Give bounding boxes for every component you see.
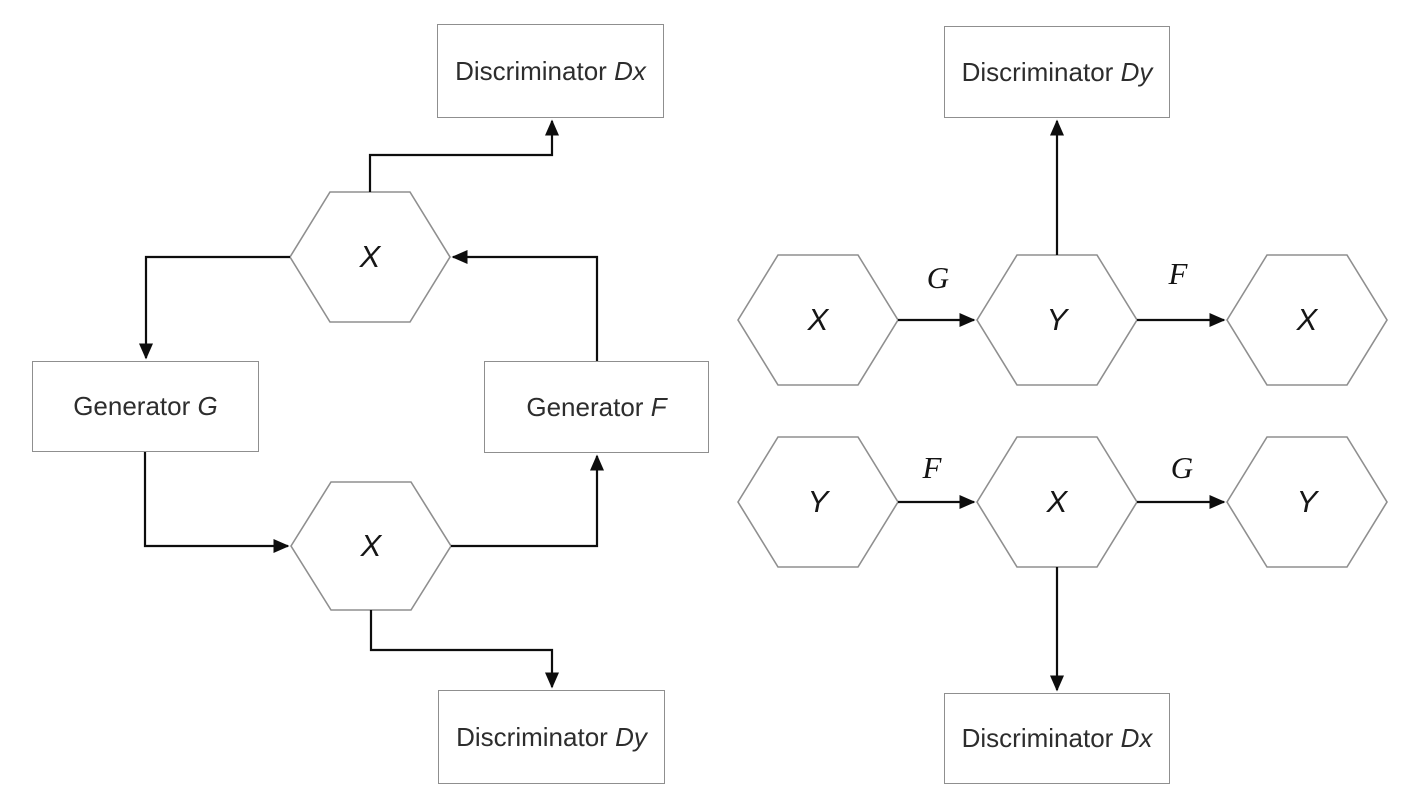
box-label: Generator [73, 391, 191, 421]
box-label: Discriminator [456, 721, 608, 752]
hexagon-label-x-bottom: X [360, 528, 382, 563]
hexagon-label-y-row1-middle: Y [1046, 302, 1068, 337]
box-label: Generator [526, 391, 644, 422]
arrow-generator-g-to-x-bottom [143, 452, 290, 553]
hexagon-label-y-row2-left: Y [807, 484, 829, 519]
box-label-symbol: G [197, 391, 218, 421]
box-label-symbol: Dy [615, 721, 647, 752]
hexagon-label-y-row2-right: Y [1296, 484, 1318, 519]
hexagon-label-x-row1-left: X [807, 302, 829, 337]
arrow-x-top-to-generator-g [139, 255, 290, 360]
box-label: Discriminator [961, 723, 1114, 753]
arrow-x-top-to-discriminator-dx [368, 119, 559, 192]
arrow-x-bottom-to-generator-f [451, 454, 604, 548]
arrow-x-bottom-to-discriminator-dy [369, 610, 559, 689]
arrow-label-f-row2: F [922, 450, 942, 485]
hexagon-y-row2-right [1226, 436, 1388, 568]
hexagon-x-top-left-diagram [289, 191, 451, 323]
box-label: Discriminator [961, 56, 1114, 87]
box-label-symbol: F [650, 391, 667, 422]
hexagon-x-row1-right [1226, 254, 1388, 386]
hexagon-label-x-row2-middle: X [1046, 484, 1068, 519]
box-label: Discriminator [455, 55, 607, 86]
arrow-label-g-row1: G [926, 260, 950, 295]
arrow-label-f-row1: F [1168, 256, 1188, 291]
box-label-symbol: Dx [1120, 723, 1153, 753]
box-label-symbol: Dy [1120, 56, 1153, 87]
arrow-label-g-row2: G [1170, 450, 1194, 485]
hexagon-label-x-top: X [359, 239, 381, 274]
arrow-generator-f-to-x-top [451, 250, 599, 361]
hexagon-label-x-row1-right: X [1296, 302, 1318, 337]
box-label-symbol: Dx [614, 55, 646, 86]
